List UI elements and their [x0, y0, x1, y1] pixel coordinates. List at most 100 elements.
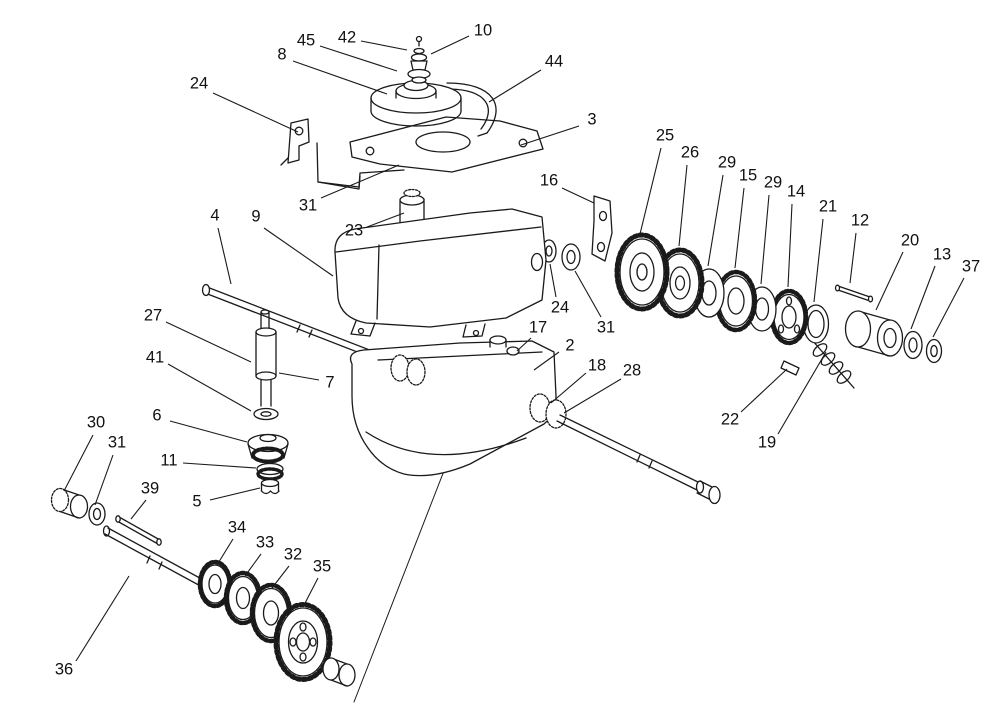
leader-line-2-29: [533, 351, 560, 371]
part-washer-31-mid: [561, 243, 581, 271]
part-clutch-cup-20: [844, 310, 904, 357]
callout-19-33: 19: [758, 433, 776, 451]
callout-27-23: 27: [144, 306, 162, 324]
part-filler-neck-23: [399, 188, 425, 229]
diagram-parts: [50, 35, 943, 703]
callout-12-19: 12: [851, 211, 869, 229]
callout-18-30: 18: [588, 356, 606, 374]
leader-line-28-31: [563, 378, 622, 414]
leader-line-13-21: [910, 265, 936, 330]
callout-26-13: 26: [681, 143, 699, 161]
part-bevel-gear-6: [247, 433, 289, 464]
leader-line-22-32: [740, 368, 788, 413]
leader-line-25-12: [639, 147, 662, 235]
callout-17-28: 17: [529, 318, 547, 336]
part-washer-31-left: [88, 502, 106, 526]
part-lower-case-2: [349, 335, 567, 477]
callout-32-42: 32: [284, 545, 302, 563]
callout-6-36: 6: [152, 406, 161, 424]
part-bearing-30: [50, 487, 89, 519]
callout-10-2: 10: [474, 21, 492, 39]
callout-16-8: 16: [540, 171, 558, 189]
leader-line-34-40: [216, 538, 234, 566]
part-pin-12: [834, 284, 874, 303]
leader-line-35-43: [302, 577, 319, 608]
leader-line-39-38: [130, 499, 147, 520]
callout-37-22: 37: [962, 257, 980, 275]
part-castle-nut-5: [260, 478, 280, 495]
part-key-22: [780, 360, 800, 376]
leader-line-10-2: [430, 35, 470, 55]
callout-45-0: 45: [297, 31, 315, 49]
part-washer-41: [253, 407, 279, 421]
leader-line-24-5: [212, 92, 299, 133]
leader-line-29-14: [707, 174, 724, 267]
leader-line-7-25: [278, 372, 320, 381]
part-pinion-shaft-7: [255, 309, 277, 407]
leader-line-11-37: [182, 462, 257, 469]
leader-line-29-16: [760, 194, 770, 285]
part-shaft-spring-19: [811, 339, 855, 389]
part-gear-11: [256, 462, 284, 481]
part-gear-14: [769, 288, 809, 346]
callout-35-43: 35: [313, 557, 331, 575]
callout-9-10: 9: [251, 207, 260, 225]
callout-2-29: 2: [565, 336, 574, 354]
leader-line-36-44: [75, 575, 130, 662]
callout-33-41: 33: [256, 533, 274, 551]
leader-line-37-22: [932, 277, 965, 338]
callout-23-9: 23: [345, 221, 363, 239]
callout-44-4: 44: [545, 52, 563, 70]
part-step-bracket-31: [316, 142, 405, 190]
callout-5-39: 5: [192, 492, 201, 510]
part-upper-case-9: [334, 208, 547, 338]
part-pin-39: [115, 515, 162, 546]
callout-22-32: 22: [721, 410, 739, 428]
part-washer-37: [925, 338, 943, 364]
callout-24-5: 24: [190, 74, 208, 92]
callout-28-31: 28: [623, 361, 641, 379]
leader-line-33-41: [244, 553, 262, 577]
callout-34-40: 34: [228, 518, 246, 536]
callout-31-27: 31: [597, 318, 615, 336]
callout-15-15: 15: [739, 166, 757, 184]
leader-lines: [63, 35, 965, 662]
leader-line-19-33: [777, 351, 827, 435]
part-pulley-8: [370, 79, 462, 127]
leader-line-23-9: [366, 212, 405, 228]
callout-41-24: 41: [146, 348, 164, 366]
boundary-line: [353, 439, 457, 703]
callout-14-17: 14: [787, 182, 805, 200]
leader-line-21-18: [813, 218, 824, 303]
callout-30-34: 30: [87, 413, 105, 431]
leader-line-20-20: [875, 251, 904, 311]
callout-7-25: 7: [325, 373, 334, 391]
leader-line-31-27: [574, 270, 602, 318]
part-spacer-end: [322, 657, 356, 687]
leader-line-26-13: [678, 164, 688, 247]
callout-29-14: 29: [718, 153, 736, 171]
callout-29-16: 29: [764, 173, 782, 191]
leader-line-30-34: [63, 434, 94, 492]
leader-line-8-3: [292, 60, 388, 95]
leader-line-41-24: [167, 363, 252, 412]
leader-line-24-26: [549, 263, 557, 298]
callout-20-20: 20: [901, 231, 919, 249]
callout-11-37: 11: [160, 451, 177, 469]
callout-39-38: 39: [141, 479, 159, 497]
callout-42-1: 42: [338, 28, 356, 46]
part-washer-13: [903, 330, 923, 360]
callout-25-12: 25: [656, 126, 674, 144]
callout-31-7: 31: [299, 196, 317, 214]
part-bolt-stack-10-42-45: [407, 35, 431, 84]
callout-36-44: 36: [55, 660, 73, 678]
leader-line-9-10: [263, 227, 334, 277]
callout-31-35: 31: [108, 433, 126, 451]
leader-line-4-11: [217, 227, 232, 285]
callout-13-21: 13: [933, 245, 951, 263]
part-axle-shaft-4: [201, 283, 399, 368]
leader-line-5-39: [209, 487, 261, 501]
